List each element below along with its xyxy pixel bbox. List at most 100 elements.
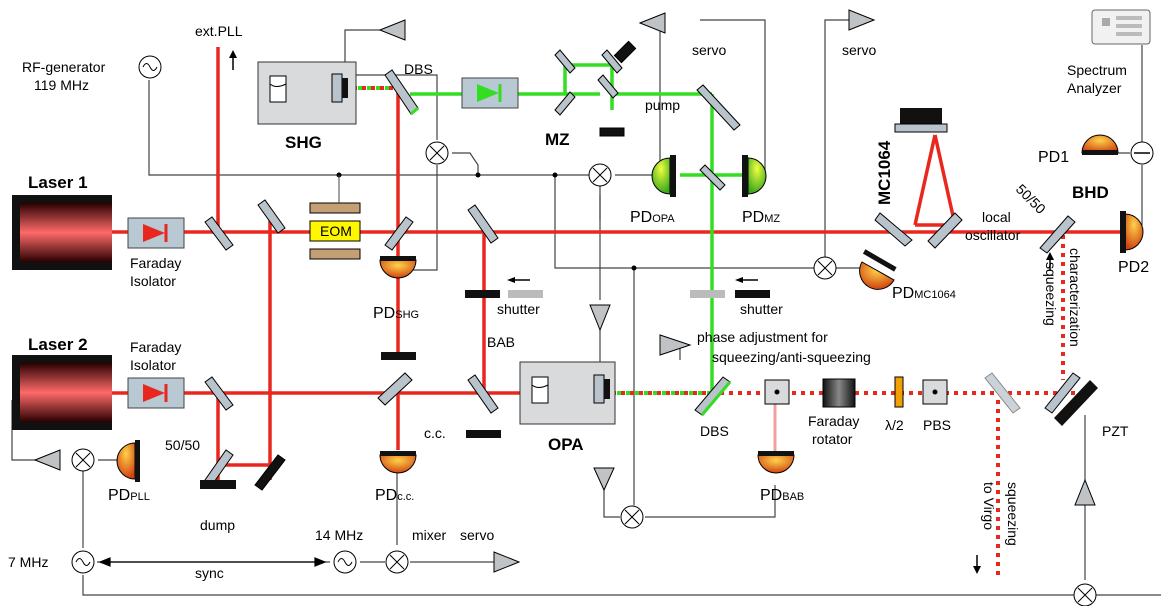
- bhd-split-label: 50/50: [1013, 181, 1049, 217]
- servo-top-mid-label: servo: [692, 42, 726, 58]
- mhz14-label: 14 MHz: [315, 527, 363, 543]
- faraday-isolator-1-label-l2: Isolator: [130, 273, 176, 289]
- faraday-isolator-2-label-l2: Isolator: [130, 357, 176, 373]
- pbs-label: PBS: [923, 417, 951, 433]
- dbs-top-label: DBS: [404, 61, 433, 77]
- pd-bab: [757, 451, 795, 474]
- servo-bottom-label: servo: [460, 527, 494, 543]
- squeezing-virgo-label-1: squeezing: [1005, 482, 1021, 546]
- dbs-bottom: [694, 376, 732, 416]
- dbs-top: [384, 69, 419, 116]
- shg-label: SHG: [285, 133, 322, 152]
- pd-pll-label: PDPLL: [108, 487, 150, 504]
- mhz7-label: 7 MHz: [8, 554, 48, 570]
- pd-shg-label: PDSHG: [373, 305, 419, 322]
- pd-mc1064: [859, 249, 897, 290]
- servo-top-mid: [378, 9, 876, 41]
- bab-block-bottom: [466, 430, 501, 438]
- dump-label: dump: [200, 517, 235, 533]
- servo-top-right-label: servo: [842, 42, 876, 58]
- pd-opa: [651, 155, 676, 197]
- shutters: [465, 277, 770, 298]
- phase-adjust-label-l1: phase adjustment for: [697, 329, 828, 345]
- pump-label: pump: [645, 97, 680, 113]
- laser-1-label: Laser 1: [28, 173, 88, 192]
- laser-1: [12, 195, 112, 270]
- dbs-bottom-label: DBS: [700, 423, 729, 439]
- split-5050-left-label: 50/50: [165, 437, 200, 453]
- squeezing-char-label-2: characterization: [1067, 248, 1083, 347]
- opa-cavity: [519, 361, 616, 425]
- flip-mirror: [984, 372, 1021, 414]
- pzt-label: PZT: [1102, 423, 1129, 439]
- mc1064-cavity: [874, 108, 963, 249]
- pd-bab-label: PDBAB: [760, 487, 804, 504]
- sync-label: sync: [195, 565, 224, 581]
- squeezing-virgo-arrow: [973, 555, 981, 574]
- mixer-label: mixer: [412, 527, 447, 543]
- laser-2-label: Laser 2: [28, 335, 88, 354]
- pd2: [1120, 211, 1144, 253]
- ext-pll-arrow-icon: [229, 50, 237, 70]
- faraday-rotator: [822, 378, 856, 408]
- pd-mc1064-label: PDMC1064: [892, 285, 956, 302]
- oscillator-7mhz-icon: [71, 550, 95, 574]
- bhd-label: BHD: [1072, 183, 1109, 202]
- spectrum-analyzer-label-l1: Spectrum: [1067, 62, 1127, 78]
- pd1-label: PD1: [1038, 149, 1069, 166]
- half-wave-label: λ/2: [885, 417, 904, 433]
- faraday-isolator-2-label-l1: Faraday: [130, 339, 181, 355]
- mz-diode: [461, 77, 519, 109]
- half-wave-plate: [894, 376, 904, 408]
- faraday-rotator-label-l1: Faraday: [808, 413, 859, 429]
- sync-arrow: [98, 557, 327, 567]
- oscillator-14mhz-icon: [333, 550, 357, 574]
- shutter-right-label: shutter: [740, 301, 783, 317]
- pzt-mirror: [1044, 372, 1098, 426]
- ext-pll-label: ext.PLL: [195, 23, 243, 39]
- eom-label: EOM: [320, 223, 352, 239]
- faraday-isolator-1-label-l1: Faraday: [130, 255, 181, 271]
- pd2-label: PD2: [1118, 259, 1149, 276]
- subtractor-icon: [1130, 141, 1154, 165]
- pbs-cube-left: [764, 379, 790, 405]
- mc1064-label: MC1064: [875, 140, 894, 205]
- mixer-icons: [71, 141, 1097, 606]
- pump-mirror: [696, 84, 741, 131]
- faraday-isolator-2: [127, 377, 185, 409]
- mirrors-main: [204, 199, 1076, 491]
- opa-label: OPA: [548, 435, 584, 454]
- pd-mz-label: PDMZ: [742, 209, 780, 226]
- dotted-red-beams: [290, 86, 1075, 580]
- rf-generator-oscillator-icon: [138, 55, 162, 79]
- eom: [309, 202, 361, 260]
- pd-mz: [742, 155, 767, 197]
- pd-pll: [116, 440, 140, 482]
- squeezing-char-label-1: squeezing: [1043, 262, 1059, 326]
- local-oscillator-label-l1: local: [982, 209, 1011, 225]
- laser-2: [12, 355, 112, 430]
- rf-generator-label-l1: RF-generator: [22, 59, 106, 75]
- dump-block: [200, 480, 236, 489]
- mz-label: MZ: [545, 130, 570, 149]
- rf-generator-label-l2: 119 MHz: [34, 77, 89, 93]
- servo-triangles-bottom: [33, 304, 1096, 573]
- squeezing-virgo-label-2: to Virgo: [981, 482, 997, 530]
- faraday-rotator-label-l2: rotator: [812, 431, 853, 447]
- pd-shg: [379, 256, 417, 279]
- local-oscillator-label-l2: oscillator: [965, 227, 1021, 243]
- pd-opa-label: PDOPA: [630, 209, 675, 226]
- pbs-cube: [922, 379, 948, 405]
- pd-cc: [379, 451, 417, 474]
- mz-mirrors: [554, 40, 726, 191]
- squeezing-char-arrow: [1046, 252, 1054, 270]
- cc-block-top: [381, 352, 416, 360]
- spectrum-analyzer-label-l2: Analyzer: [1067, 80, 1122, 96]
- pd-cc-label: PDc.c.: [375, 487, 414, 504]
- bab-label: BAB: [487, 334, 515, 350]
- shutter-left-label: shutter: [497, 301, 540, 317]
- phase-adjust-label-l2: squeezing/anti-squeezing: [712, 349, 871, 365]
- faraday-isolator-1: [127, 217, 185, 249]
- cc-label: c.c.: [424, 425, 446, 441]
